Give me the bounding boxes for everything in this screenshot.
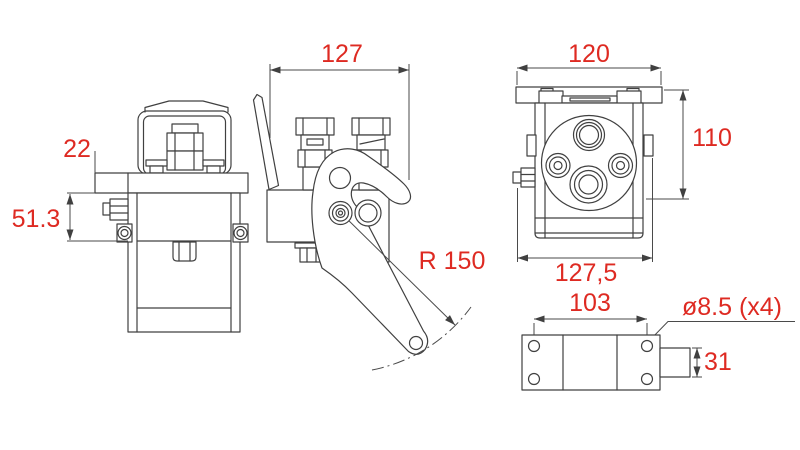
dim-label-22: 22	[63, 135, 91, 163]
side-locking-hook	[311, 148, 429, 355]
front-flange-bolt-left	[145, 159, 168, 174]
front-top-cap	[144, 100, 229, 113]
dim-plate-hole-spacing: 103	[533, 289, 648, 341]
dim-front-step-height: 22	[63, 135, 96, 173]
rear-side-hex-bolt	[512, 167, 536, 188]
swing-arc	[371, 306, 472, 371]
rear-tab-left	[526, 134, 537, 157]
rear-port-left	[545, 152, 571, 179]
radius-leader-line	[340, 212, 456, 326]
front-flange-bolt-right	[202, 159, 225, 174]
front-bottom-fitting	[172, 241, 197, 262]
side-view: 127	[252, 40, 486, 371]
front-body	[127, 192, 241, 333]
side-roller-bolt	[354, 199, 382, 227]
rear-port-right	[607, 152, 634, 179]
plate-body	[521, 334, 661, 391]
dim-plate-hole-note: ø8.5 (x4)	[649, 293, 795, 341]
dim-label-r150: R 150	[419, 247, 486, 275]
dim-label-110: 110	[692, 124, 732, 152]
dim-front-lower-height: 51.3	[12, 192, 128, 242]
front-view: 22 51.3	[12, 100, 249, 333]
side-release-handle	[252, 93, 280, 191]
front-side-hex-bolt	[102, 198, 129, 221]
rear-port-top	[572, 118, 606, 152]
plate-block	[659, 347, 691, 378]
lever-tip-hole	[408, 335, 424, 351]
dim-rear-overall-width: 127,5	[517, 158, 653, 287]
dim-label-127: 127	[321, 40, 363, 68]
mounting-plate-view: 103 ø8.5 (x4) 31	[521, 289, 795, 391]
dim-plate-block-height: 31	[692, 347, 732, 378]
dim-label-127-5: 127,5	[555, 259, 618, 287]
front-washer-left	[116, 223, 133, 243]
rear-face-plate	[540, 114, 638, 212]
dim-label-31: 31	[704, 348, 732, 376]
rear-tab-right	[643, 134, 654, 157]
rear-view: 120	[512, 40, 732, 287]
front-washer-right	[232, 223, 249, 243]
dim-label-51-3: 51.3	[12, 205, 61, 233]
dim-label-hole-diameter: ø8.5 (x4)	[682, 293, 782, 321]
hook-pivot-hole	[328, 166, 352, 190]
dim-side-width: 127	[269, 40, 410, 180]
dim-rear-height: 110	[646, 89, 732, 200]
front-mount-band	[94, 172, 249, 194]
dim-rear-top-width: 120	[516, 40, 662, 85]
front-center-bolt-stack	[166, 123, 204, 171]
dim-label-120: 120	[568, 40, 610, 68]
side-pivot-bolt	[328, 200, 353, 226]
plate-holes	[527, 339, 654, 386]
dim-label-103: 103	[569, 289, 611, 317]
rear-port-bottom	[569, 165, 608, 204]
